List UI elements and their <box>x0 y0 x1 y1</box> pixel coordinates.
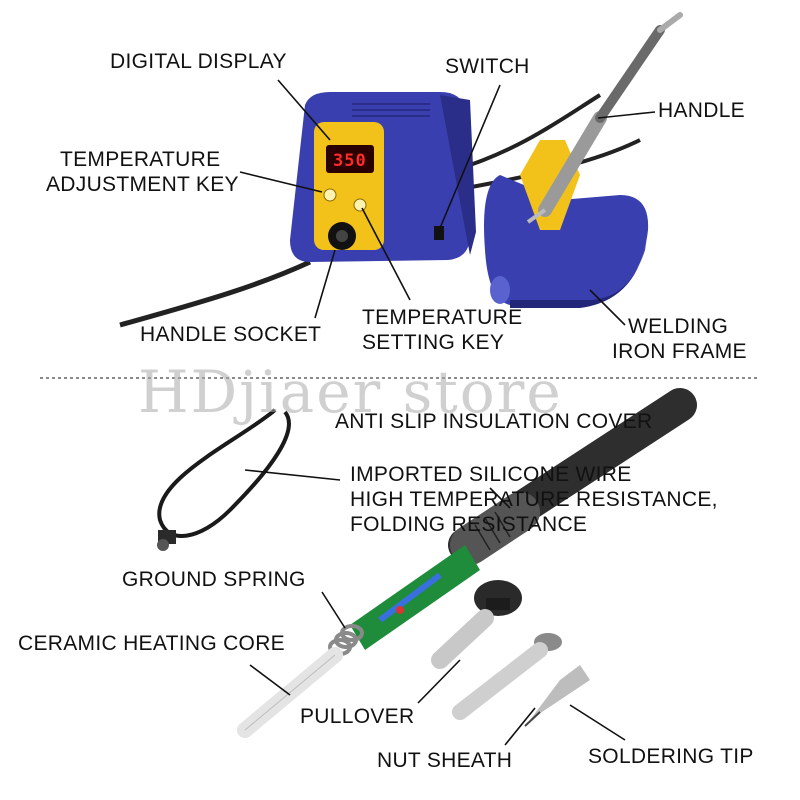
soldering-tip-part <box>524 665 590 727</box>
bottom-leader-lines <box>244 469 626 746</box>
soldering-station <box>119 92 641 328</box>
label-ground-spring: GROUND SPRING <box>122 568 306 591</box>
label-handle: HANDLE <box>658 99 745 122</box>
label-welding-2: IRON FRAME <box>612 340 747 363</box>
pullover-part <box>431 580 522 669</box>
label-welding-1: WELDING <box>628 315 729 338</box>
iron-handle <box>448 388 697 565</box>
silicone-wire <box>157 408 291 551</box>
label-temperature-setting-1: TEMPERATURE <box>362 306 523 329</box>
label-pullover: PULLOVER <box>300 705 415 728</box>
label-silicone-wire-3: FOLDING RESISTANCE <box>350 513 588 536</box>
label-anti-slip-cover: ANTI SLIP INSULATION COVER <box>335 410 653 433</box>
label-silicone-wire-1: IMPORTED SILICONE WIRE <box>350 463 632 486</box>
top-leader-lines <box>239 79 656 326</box>
label-silicone-wire-2: HIGH TEMPERATURE RESISTANCE, <box>350 488 718 511</box>
label-temperature-adjustment-1: TEMPERATURE <box>60 148 221 171</box>
circuit-core-assembly <box>237 545 480 738</box>
label-temperature-setting-2: SETTING KEY <box>362 331 505 354</box>
iron-stand <box>484 12 683 308</box>
watermark: HDjiaer store <box>138 358 563 426</box>
label-switch: SWITCH <box>445 55 530 78</box>
label-digital-display: DIGITAL DISPLAY <box>110 50 287 73</box>
label-handle-socket: HANDLE SOCKET <box>140 323 322 346</box>
nut-sheath-part <box>452 633 562 720</box>
label-soldering-tip: SOLDERING TIP <box>588 745 754 768</box>
label-ceramic-heating-core: CERAMIC HEATING CORE <box>18 632 285 655</box>
label-nut-sheath: NUT SHEATH <box>377 749 513 772</box>
display-readout: 350 <box>333 151 367 171</box>
label-temperature-adjustment-2: ADJUSTMENT KEY <box>46 173 239 196</box>
